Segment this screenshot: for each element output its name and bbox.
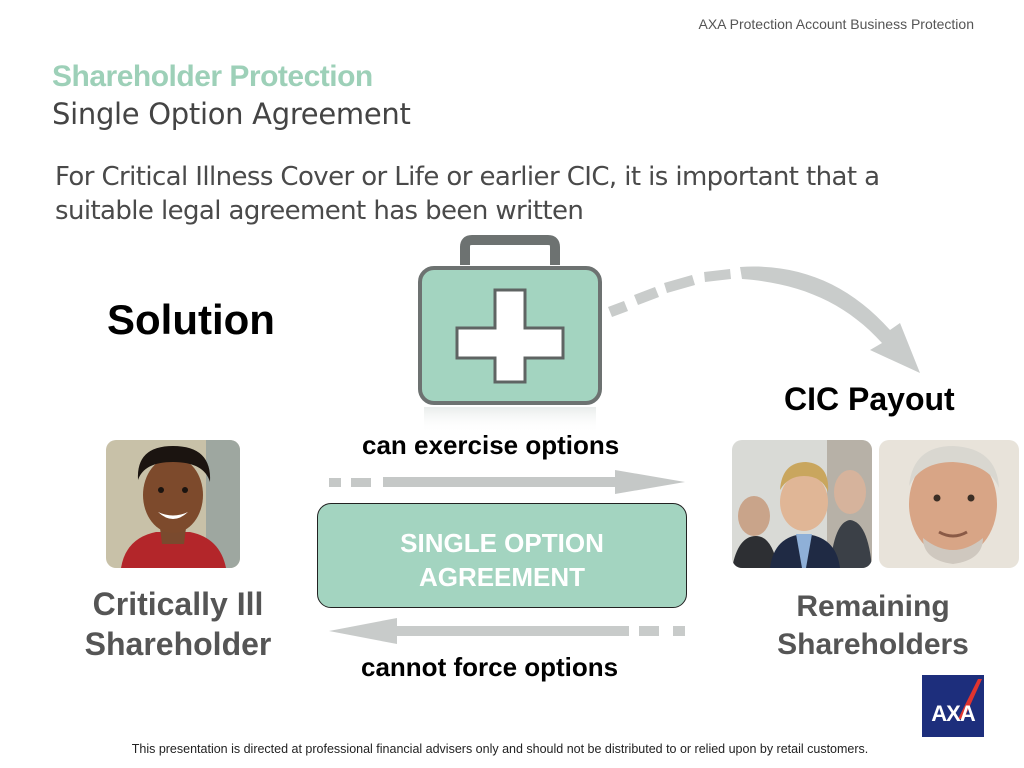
remaining-shareholders-label: Remaining Shareholders bbox=[755, 588, 991, 664]
cic-payout-label: CIC Payout bbox=[784, 381, 955, 417]
axa-logo-text: AXA bbox=[931, 701, 975, 726]
remaining-shareholders-group-photo bbox=[732, 440, 872, 568]
remaining-shareholders-portrait-photo bbox=[879, 440, 1019, 568]
axa-logo-slash-icon bbox=[958, 679, 982, 719]
right-label-line-1: Remaining bbox=[796, 590, 950, 623]
agreement-line-2: AGREEMENT bbox=[418, 562, 586, 592]
top-arrow-label: can exercise options bbox=[362, 430, 620, 460]
first-aid-kit-icon bbox=[418, 235, 602, 433]
footer-disclaimer: This presentation is directed at profess… bbox=[131, 742, 869, 756]
agreement-line-1: SINGLE OPTION bbox=[400, 528, 604, 558]
left-arrow bbox=[329, 618, 685, 644]
critically-ill-shareholder-photo bbox=[106, 440, 240, 568]
axa-logo: AXA bbox=[922, 675, 984, 737]
payout-curve-arrow bbox=[608, 266, 920, 373]
bottom-arrow-label: cannot force options bbox=[361, 652, 619, 682]
header-tagline: AXA Protection Account Business Protecti… bbox=[698, 16, 975, 32]
intro-text: For Critical Illness Cover or Life or ea… bbox=[55, 162, 880, 226]
right-arrow bbox=[329, 470, 685, 494]
left-label-line-1: Critically Ill bbox=[92, 586, 264, 622]
solution-heading: Solution bbox=[107, 296, 275, 343]
page-subtitle: Single Option Agreement bbox=[52, 97, 411, 131]
right-label-line-2: Shareholders bbox=[777, 628, 969, 661]
left-label-line-2: Shareholder bbox=[84, 626, 272, 662]
critically-ill-shareholder-label: Critically Ill Shareholder bbox=[60, 584, 296, 664]
single-option-agreement-box: SINGLE OPTION AGREEMENT bbox=[317, 503, 687, 608]
page-title: Shareholder Protection bbox=[52, 60, 373, 93]
